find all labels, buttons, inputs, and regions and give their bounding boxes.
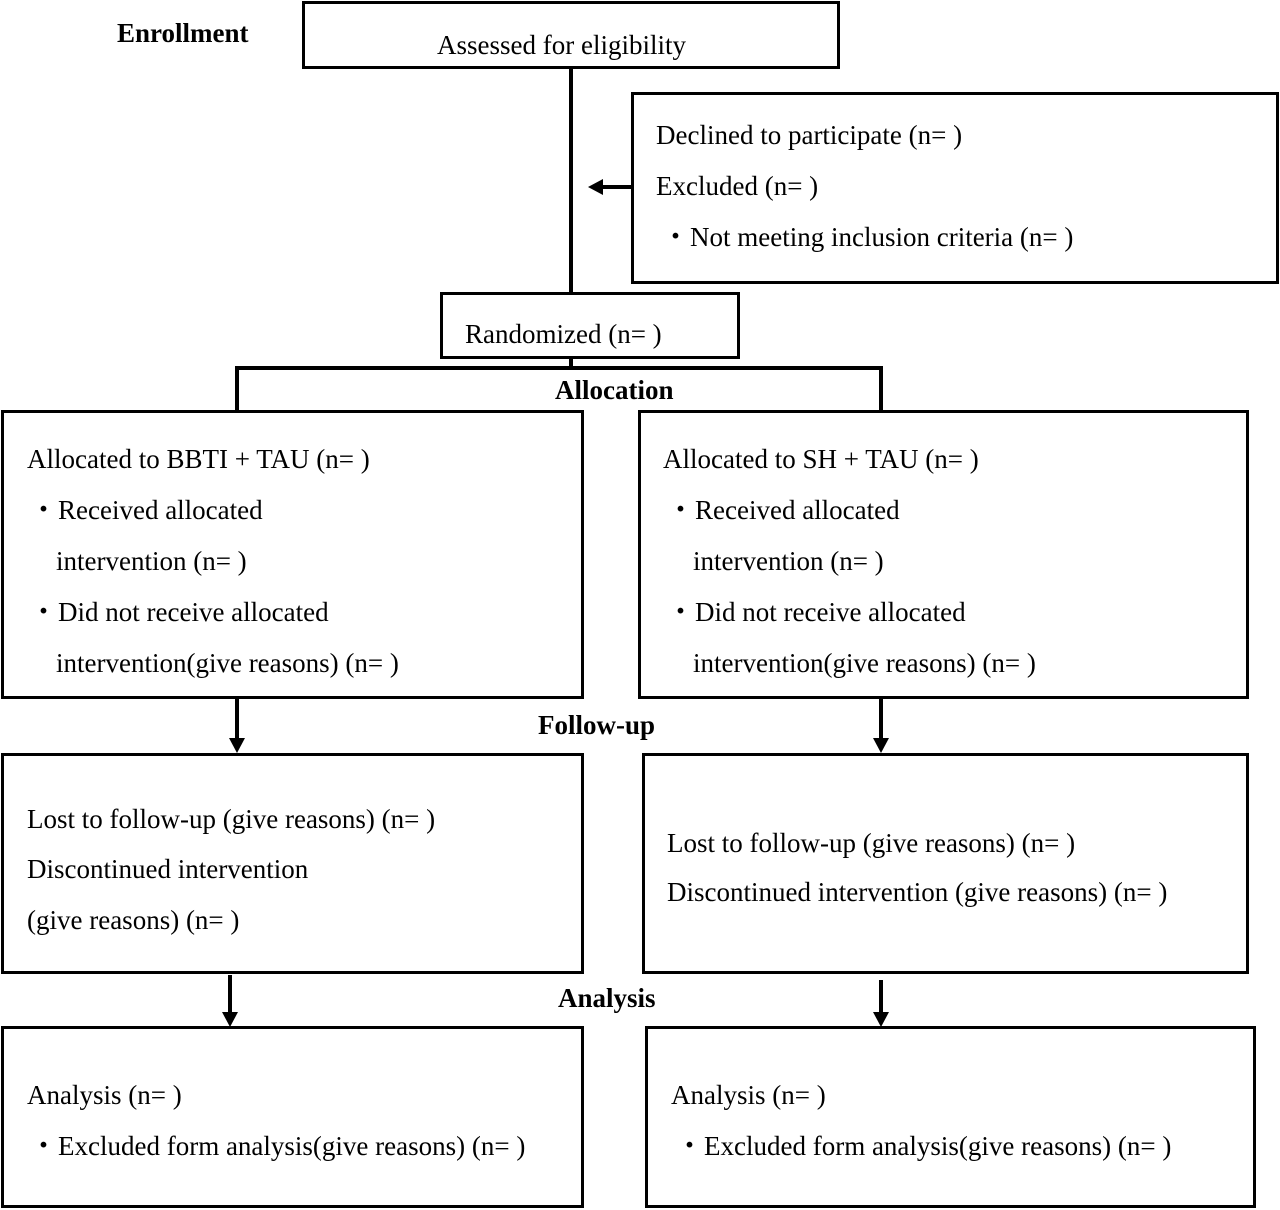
bullet: ・ bbox=[676, 1131, 703, 1161]
excluded-box: Declined to participate (n= ) Excluded (… bbox=[631, 92, 1279, 284]
right-analysis-arrow-head bbox=[873, 1012, 889, 1027]
stage-label-follow-up: Follow-up bbox=[538, 710, 656, 740]
left-lost-text: Lost to follow-up (give reasons) (n= ) bbox=[27, 804, 436, 834]
right-allocated-text: Allocated to SH + TAU (n= ) bbox=[663, 444, 979, 474]
bullet: ・ bbox=[662, 222, 689, 252]
randomized-text: Randomized (n= ) bbox=[465, 319, 662, 349]
left-not-received-label: Did not receive allocated bbox=[58, 597, 329, 627]
right-not-received-label: Did not receive allocated bbox=[695, 597, 966, 627]
assessed-text: Assessed for eligibility bbox=[437, 30, 686, 60]
right-excluded-analysis-label: Excluded form analysis(give reasons) (n=… bbox=[704, 1131, 1172, 1161]
left-discontinued-text: Discontinued intervention bbox=[27, 854, 309, 884]
right-received-text: ・Received allocated bbox=[667, 497, 900, 524]
excluded-arrow-head bbox=[588, 179, 603, 195]
left-received-text: ・Received allocated bbox=[30, 497, 263, 524]
right-not-received-cont: intervention(give reasons) (n= ) bbox=[693, 648, 1036, 678]
assessed-box: Assessed for eligibility bbox=[302, 1, 840, 69]
left-analysis-arrow-head bbox=[222, 1012, 238, 1027]
bullet: ・ bbox=[30, 597, 57, 627]
stage-label-analysis: Analysis bbox=[558, 983, 656, 1013]
right-analysis-text: Analysis (n= ) bbox=[671, 1080, 826, 1110]
stage-label-enrollment: Enrollment bbox=[117, 18, 249, 48]
not-meeting-text: ・Not meeting inclusion criteria (n= ) bbox=[662, 224, 1073, 251]
left-analysis-text: Analysis (n= ) bbox=[27, 1080, 182, 1110]
right-allocation-box: Allocated to SH + TAU (n= ) ・Received al… bbox=[638, 410, 1249, 699]
right-lost-text: Lost to follow-up (give reasons) (n= ) bbox=[667, 828, 1076, 858]
right-not-received-text: ・Did not receive allocated bbox=[667, 599, 966, 626]
right-received-label: Received allocated bbox=[695, 495, 900, 525]
left-allocated-text: Allocated to BBTI + TAU (n= ) bbox=[27, 444, 370, 474]
right-discontinued-text: Discontinued intervention (give reasons)… bbox=[667, 877, 1168, 907]
right-followup-box: Lost to follow-up (give reasons) (n= ) D… bbox=[642, 753, 1249, 974]
left-analysis-box: Analysis (n= ) ・Excluded form analysis(g… bbox=[1, 1026, 584, 1208]
stage-label-allocation: Allocation bbox=[553, 375, 676, 406]
right-excluded-analysis-text: ・Excluded form analysis(give reasons) (n… bbox=[676, 1133, 1171, 1160]
left-discontinued-cont: (give reasons) (n= ) bbox=[27, 905, 240, 935]
bullet: ・ bbox=[30, 495, 57, 525]
left-excluded-analysis-text: ・Excluded form analysis(give reasons) (n… bbox=[30, 1133, 525, 1160]
left-allocation-box: Allocated to BBTI + TAU (n= ) ・Received … bbox=[1, 410, 584, 699]
bullet: ・ bbox=[30, 1131, 57, 1161]
left-not-received-cont: intervention(give reasons) (n= ) bbox=[56, 648, 399, 678]
right-followup-arrow-head bbox=[873, 738, 889, 753]
not-meeting-label: Not meeting inclusion criteria (n= ) bbox=[690, 222, 1074, 252]
bullet: ・ bbox=[667, 495, 694, 525]
left-followup-arrow-head bbox=[229, 738, 245, 753]
left-excluded-analysis-label: Excluded form analysis(give reasons) (n=… bbox=[58, 1131, 526, 1161]
left-followup-box: Lost to follow-up (give reasons) (n= ) D… bbox=[1, 753, 584, 974]
randomized-box: Randomized (n= ) bbox=[440, 292, 740, 359]
excluded-text: Excluded (n= ) bbox=[656, 171, 819, 201]
left-not-received-text: ・Did not receive allocated bbox=[30, 599, 329, 626]
right-received-cont: intervention (n= ) bbox=[693, 546, 884, 576]
left-received-label: Received allocated bbox=[58, 495, 263, 525]
left-received-cont: intervention (n= ) bbox=[56, 546, 247, 576]
allocation-split bbox=[235, 366, 883, 411]
declined-text: Declined to participate (n= ) bbox=[656, 120, 963, 150]
bullet: ・ bbox=[667, 597, 694, 627]
right-analysis-box: Analysis (n= ) ・Excluded form analysis(g… bbox=[645, 1026, 1256, 1208]
